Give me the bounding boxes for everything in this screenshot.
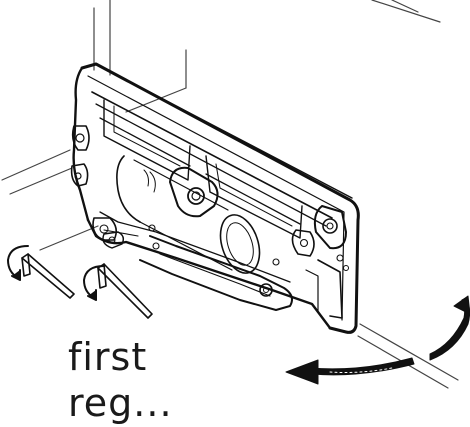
wall-outline xyxy=(1,0,459,389)
mount-plate xyxy=(70,62,360,334)
caption-line-1: first xyxy=(68,335,148,379)
rotation-arrow-icon xyxy=(285,295,470,385)
allen-key-icon xyxy=(97,263,153,319)
caption-line-2: reg... xyxy=(68,381,173,425)
step-caption: first reg... xyxy=(68,334,173,426)
counterclockwise-arrow-icon xyxy=(7,245,29,281)
allen-key-icon xyxy=(21,253,75,299)
counterclockwise-arrow-icon xyxy=(83,265,105,301)
